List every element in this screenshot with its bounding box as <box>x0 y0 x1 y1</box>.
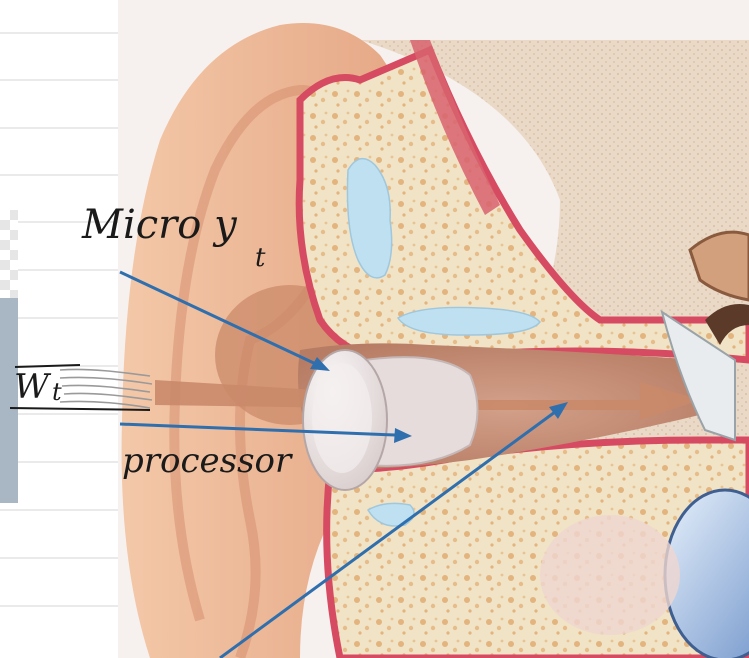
processor-label: processor <box>122 441 293 481</box>
fluid-blob-2 <box>398 307 540 335</box>
checker-fragment <box>0 210 18 298</box>
input-label-subscript: t <box>52 378 62 406</box>
round-window-tissue <box>540 515 680 635</box>
input-label: W <box>14 367 52 407</box>
mic-label: Micro y <box>81 202 238 248</box>
mic-label-subscript: t <box>255 243 266 273</box>
